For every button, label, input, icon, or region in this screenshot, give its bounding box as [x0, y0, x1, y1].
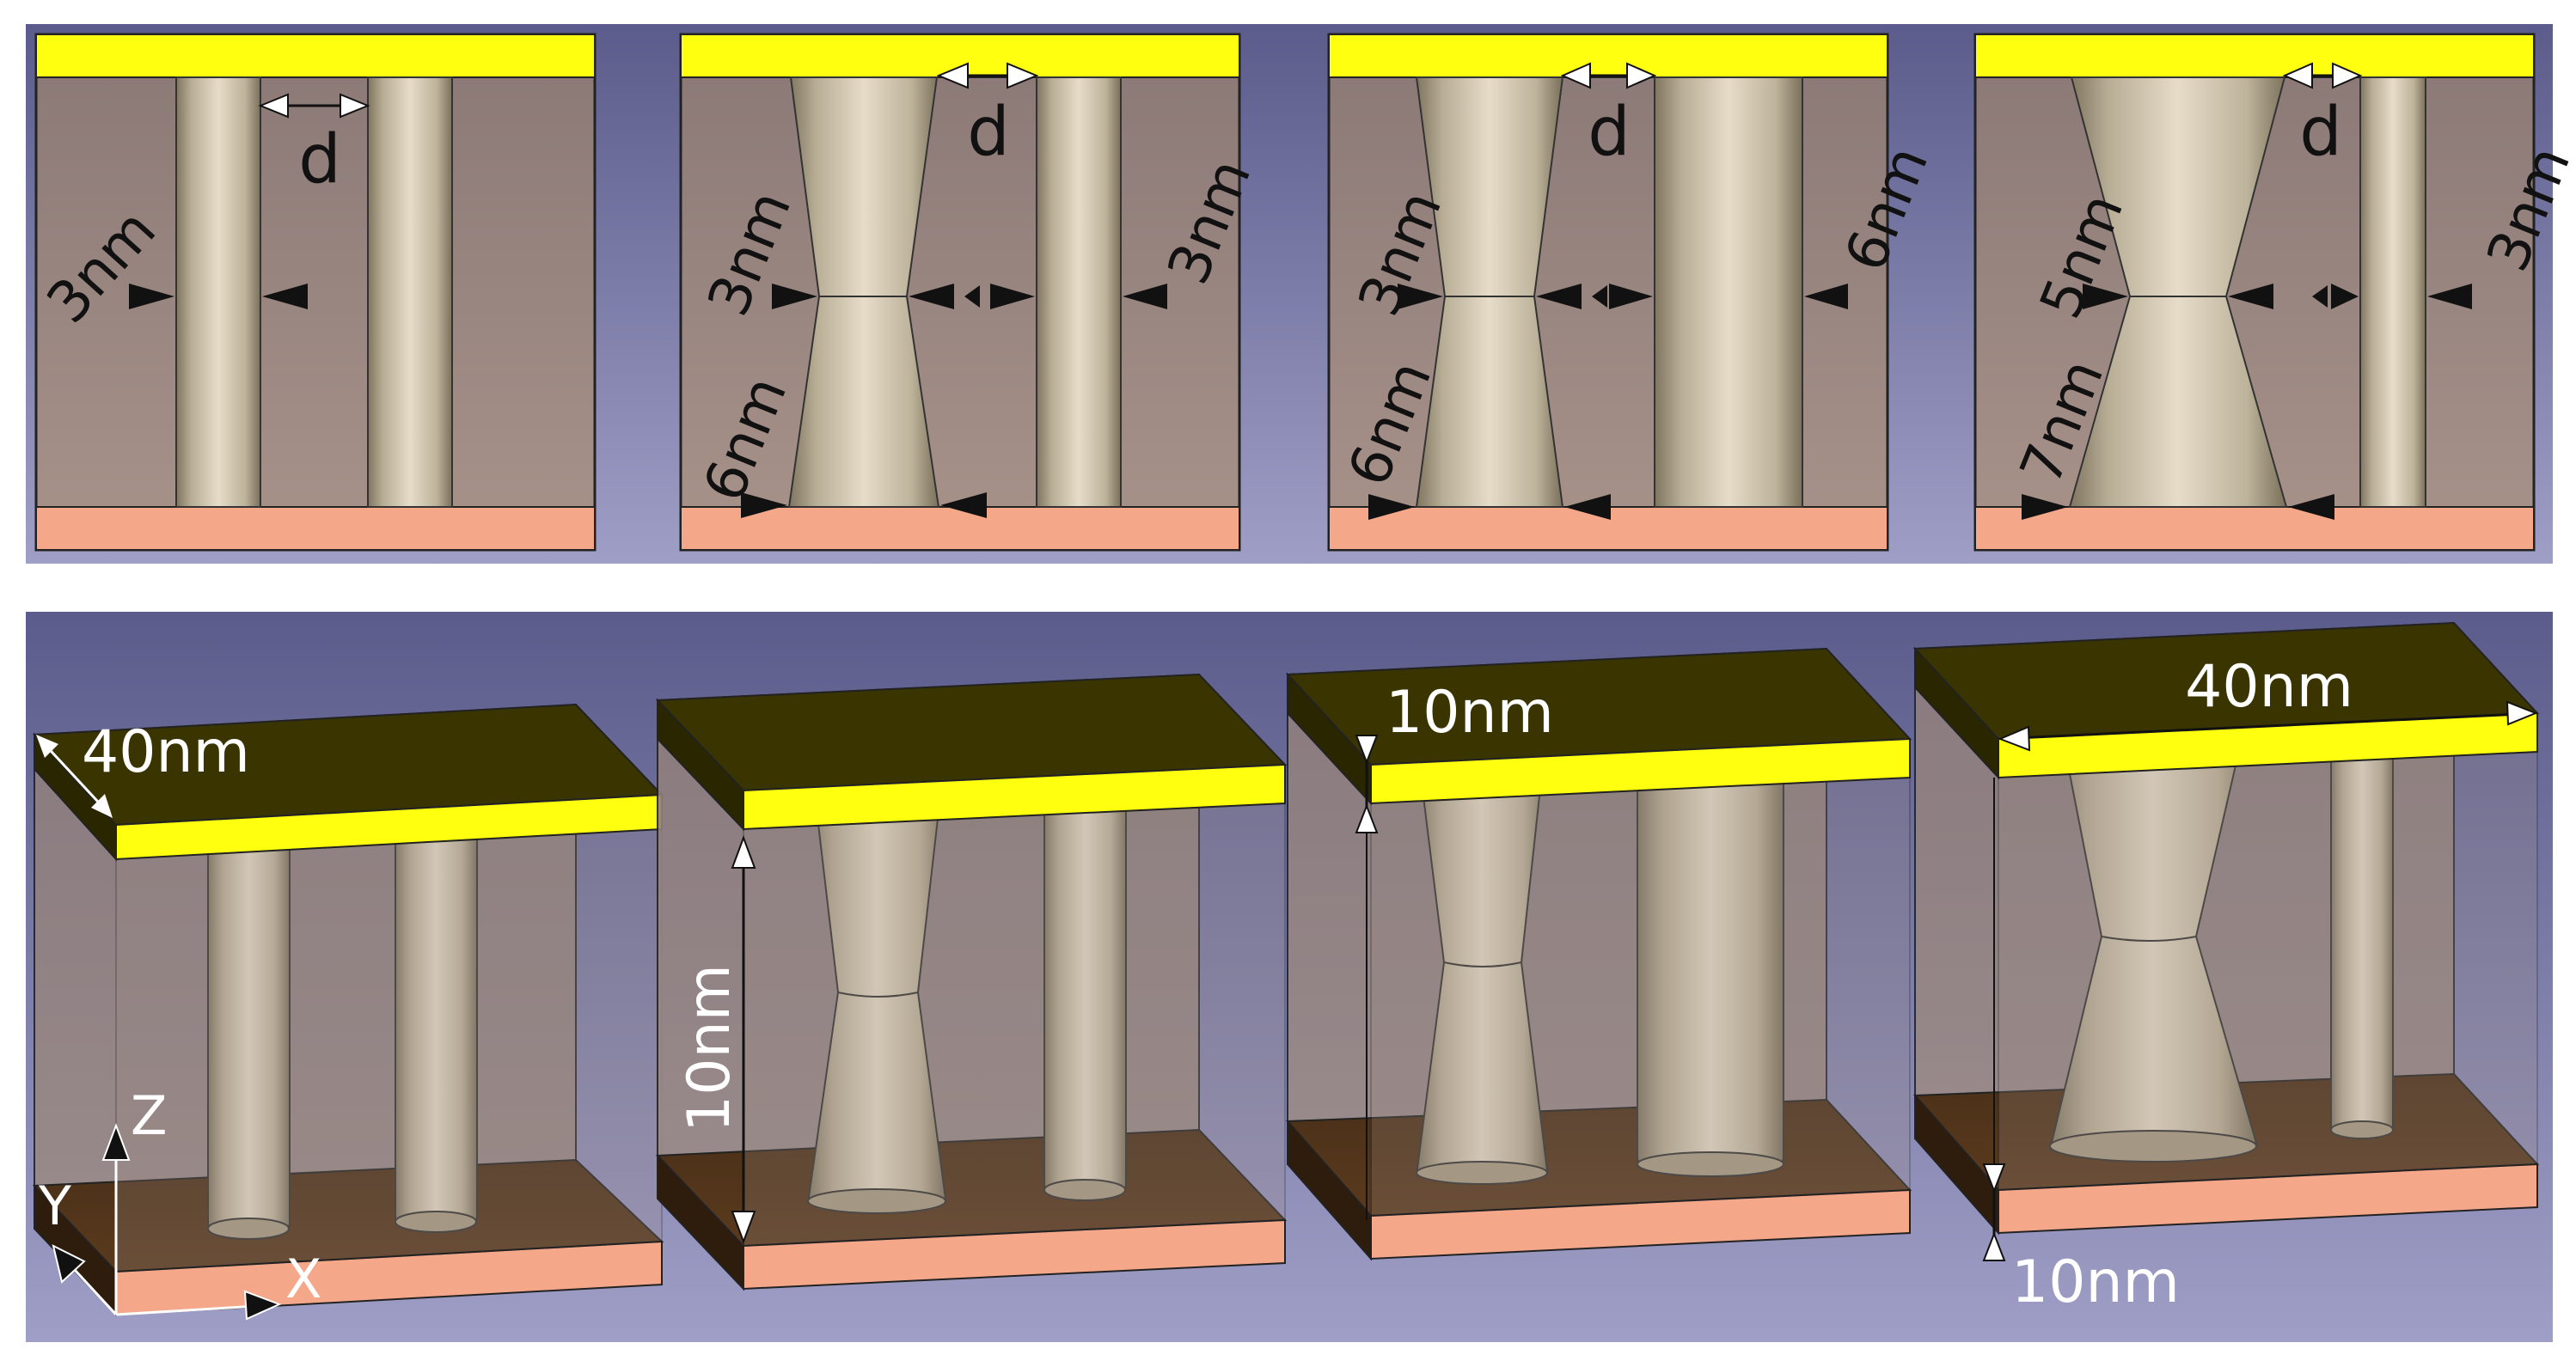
- pillar-right-thin: [2359, 76, 2426, 508]
- bottom-electrode: [680, 506, 1240, 551]
- neck-arrow-left: [772, 284, 817, 309]
- pillar-right: [367, 76, 453, 508]
- gap-mid-arrow-left: [964, 285, 980, 308]
- top-panel-1: d 3nm: [34, 33, 597, 552]
- bottom-electrode: [35, 506, 596, 551]
- gap-mid-arrow-right: [990, 284, 1035, 309]
- gap-mid-arrow-left: [1592, 285, 1607, 308]
- hourglass-base: [1416, 1161, 1548, 1185]
- gap-mid-arrow-left: [2312, 285, 2328, 308]
- front-wall: [115, 823, 663, 1273]
- gap-arrow: [936, 62, 1039, 89]
- top-electrode-front: [743, 763, 1286, 831]
- electrode-thickness-arrow: [1355, 735, 1379, 1220]
- neck-arrow-right: [2228, 284, 2273, 309]
- x-axis: [115, 1304, 259, 1316]
- substrate-thickness-arrow: [1982, 778, 2006, 1261]
- pillar-left: [175, 76, 261, 508]
- neck-arrow-left: [2083, 284, 2128, 309]
- height-label: 10nm: [676, 964, 743, 1132]
- pillar-left-base: [207, 1218, 290, 1240]
- neck-arrow-right: [1536, 284, 1582, 309]
- top-electrode-front: [1370, 737, 1911, 805]
- gap-label: d: [298, 121, 341, 198]
- depth-label: 40nm: [82, 718, 250, 786]
- substrate-front: [743, 1218, 1286, 1291]
- front-wall: [1370, 772, 1911, 1218]
- hourglass-neck: [2101, 936, 2197, 942]
- top-electrode: [35, 34, 596, 78]
- gap-label: d: [1588, 94, 1631, 171]
- base-arrow-right: [2288, 494, 2334, 520]
- neck-arrow-left: [1398, 284, 1443, 309]
- pillar-right-wide: [1654, 76, 1803, 508]
- top-electrode: [1328, 34, 1888, 78]
- width-label: 40nm: [2185, 653, 2353, 721]
- top-panel-4: d 5nm 7nm 3nm: [1973, 33, 2576, 552]
- gap-mid-arrow-right: [2331, 284, 2359, 309]
- hourglass-base: [807, 1188, 946, 1214]
- neck-arrow-right: [909, 284, 954, 309]
- bottom-panel-4: 40nm 10nm: [1912, 621, 2540, 1316]
- right-pillar-arrow: [1123, 284, 1167, 309]
- depth-arrow: [36, 735, 113, 818]
- base-arrow-right: [1564, 494, 1611, 520]
- pillar-right-base: [395, 1211, 477, 1233]
- gap-arrow: [1560, 62, 1657, 89]
- bottom-panel-1: 40nm Z X Y: [32, 703, 664, 1321]
- base-arrow-right: [940, 492, 987, 518]
- gap-arrow: [2282, 62, 2363, 89]
- bottom-panel-2: 10nm: [655, 673, 1288, 1291]
- x-axis-label: X: [285, 1248, 321, 1310]
- y-axis-head: [52, 1244, 86, 1284]
- pillar-right-base: [2330, 1120, 2394, 1139]
- right-pillar-arrow: [1804, 284, 1848, 309]
- substrate-thickness-label: 10nm: [2011, 1248, 2180, 1316]
- pillar-right-base: [1043, 1179, 1126, 1201]
- hourglass-neck: [837, 992, 919, 998]
- base-arrow-left: [2022, 494, 2068, 520]
- front-wall: [1998, 746, 2538, 1192]
- pillar-right-base: [1637, 1151, 1784, 1177]
- height-arrow: [731, 835, 756, 1244]
- base-arrow-left: [741, 492, 787, 518]
- z-axis-head: [101, 1123, 131, 1161]
- hourglass-base: [2049, 1130, 2257, 1163]
- pillar-right: [1036, 76, 1122, 508]
- bottom-panel-3: 10nm: [1285, 647, 1912, 1261]
- bottom-electrode: [1974, 506, 2535, 551]
- substrate-front: [1370, 1188, 1911, 1260]
- axes-triad: Z X Y: [38, 1084, 321, 1321]
- y-axis-label: Y: [38, 1175, 71, 1237]
- gap-mid-arrow-right: [1609, 284, 1653, 309]
- right-pillar-arrow: [2427, 284, 2472, 309]
- width-arrow: [1998, 700, 2538, 752]
- front-wall: [743, 793, 1286, 1248]
- diameter-arrow-left: [129, 284, 174, 309]
- electrode-thickness-label: 10nm: [1386, 679, 1554, 747]
- gap-label: d: [2299, 94, 2342, 171]
- top-electrode: [1974, 34, 2535, 78]
- gap-arrow: [258, 93, 370, 119]
- z-axis-label: Z: [131, 1084, 167, 1147]
- substrate-front: [1998, 1163, 2538, 1235]
- diameter-arrow-right: [262, 284, 308, 309]
- x-axis-head: [243, 1290, 282, 1321]
- hourglass-neck: [1443, 961, 1522, 967]
- top-panel-3: d 3nm 6nm 6nm: [1327, 33, 1941, 552]
- base-arrow-left: [1368, 494, 1415, 520]
- top-panel-2: d 3nm 6nm 3nm: [679, 33, 1264, 552]
- gap-label: d: [967, 94, 1010, 171]
